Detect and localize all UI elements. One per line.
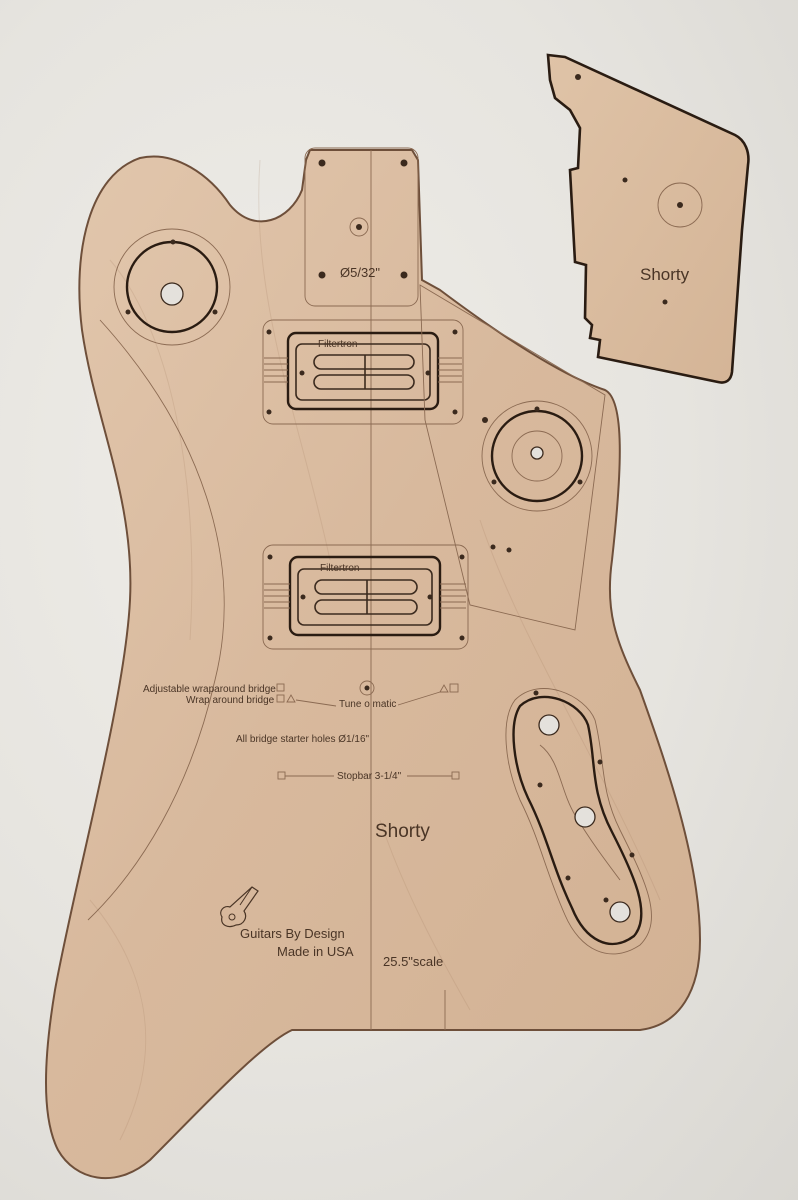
neck-pickup-route: Filtertron (262, 319, 464, 425)
wood-grain (89, 159, 661, 1141)
bridge-markings: Adjustable wraparound bridge Wrap around… (143, 680, 460, 782)
starter-holes-label: All bridge starter holes Ø1/16" (236, 734, 370, 745)
bridge-adjustable-label: Adjustable wraparound bridge (143, 684, 276, 695)
bridge-pickup-route: Filtertron (262, 544, 512, 650)
neck-pocket-label: Ø5/32" (340, 265, 380, 280)
right-control-cavity (481, 400, 593, 512)
small-template: Shorty (546, 53, 750, 384)
pickguard-guide-arc (87, 319, 225, 921)
bridge-pickup-label: Filtertron (320, 563, 359, 574)
body-template: Ø5/32" (45, 147, 702, 1180)
bridge-wrap-label: Wrap around bridge (186, 695, 275, 706)
neck-pocket: Ø5/32" (304, 147, 419, 307)
left-control-cavity (113, 228, 231, 346)
jack-plate-cavity (505, 688, 652, 955)
small-template-outline (546, 53, 750, 384)
made-in-label: Made in USA (277, 944, 354, 959)
guitar-logo-icon (220, 886, 259, 928)
neck-pickup-label: Filtertron (318, 339, 357, 350)
model-label: Shorty (375, 821, 430, 842)
pickguard-guide-right (419, 284, 606, 631)
scale-label: 25.5"scale (383, 954, 443, 969)
brand-label: Guitars By Design (240, 926, 345, 941)
tune-o-matic-label: Tune o matic (339, 699, 396, 710)
small-template-model-label: Shorty (640, 265, 690, 284)
stopbar-label: Stopbar 3-1/4" (337, 771, 402, 782)
